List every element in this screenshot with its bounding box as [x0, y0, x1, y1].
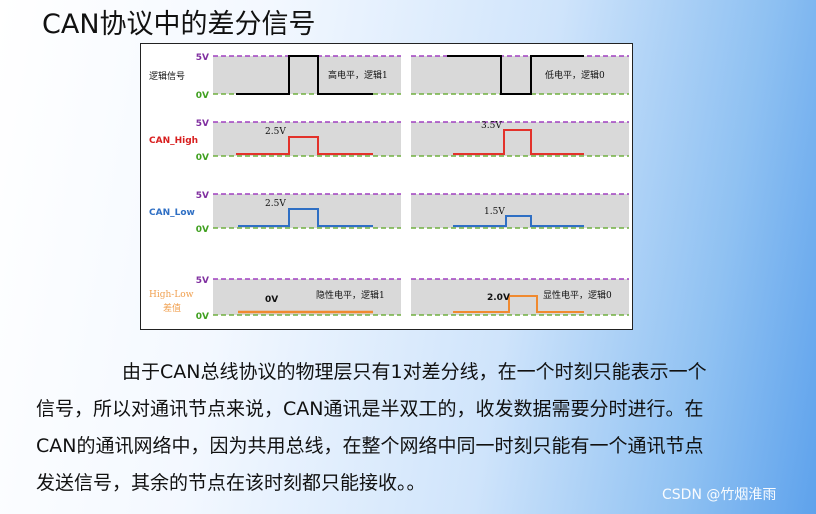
- level-text-right: 2.0V: [487, 293, 510, 303]
- trace-canh-left: [236, 136, 373, 155]
- level-text-left: 2.5V: [265, 199, 286, 209]
- level-text-left: 2.5V: [265, 127, 286, 137]
- panel-bg: [213, 194, 401, 228]
- body-paragraph: 由于CAN总线协议的物理层只有1对差分线，在一个时刻只能表示一个 信号，所以对通…: [36, 354, 786, 502]
- trace-diff-right: [453, 295, 584, 313]
- v5-label: 5V: [196, 191, 209, 201]
- row-label: CAN_Low: [149, 208, 195, 218]
- paragraph-line-4: 发送信号，其余的节点在该时刻都只能接收。。: [36, 472, 426, 494]
- v0-label: 0V: [196, 153, 209, 163]
- trace-logic-right: [447, 55, 584, 95]
- panel-bg: [213, 279, 401, 315]
- v0-label: 0V: [196, 312, 209, 322]
- v0-label: 0V: [196, 225, 209, 235]
- trace-logic-left: [236, 55, 373, 95]
- trace-canl-left: [238, 208, 373, 227]
- paragraph-text-1: 由于CAN总线协议的物理层只有1对差分线，在一个时刻只能表示一个: [122, 361, 707, 383]
- v5-label: 5V: [196, 53, 209, 63]
- row-text-right: 显性电平，逻辑0: [543, 289, 612, 301]
- trace-canl-right: [453, 215, 584, 227]
- panel-bg: [411, 122, 629, 156]
- panel-bg: [411, 194, 629, 228]
- page-title: CAN协议中的差分信号: [42, 9, 316, 40]
- v0-label: 0V: [196, 91, 209, 101]
- row-label: CAN_High: [149, 136, 198, 146]
- level-text-right: 3.5V: [481, 121, 502, 131]
- row-text-left: 高电平，逻辑1: [328, 69, 388, 81]
- paragraph-line-1: 由于CAN总线协议的物理层只有1对差分线，在一个时刻只能表示一个: [36, 354, 786, 391]
- trace-canh-right: [453, 129, 584, 155]
- v5-label: 5V: [196, 276, 209, 286]
- level-text-left: 0V: [265, 295, 278, 305]
- row-text-left: 隐性电平，逻辑1: [316, 289, 385, 301]
- panel-bg: [213, 56, 401, 94]
- row-label: 逻辑信号: [149, 70, 185, 82]
- panel-bg: [411, 56, 629, 94]
- signal-diagram: 5V0V逻辑信号5V0VCAN_High5V0VCAN_Low5V0VHigh-…: [149, 53, 629, 322]
- watermark: CSDN @竹烟淮雨: [662, 487, 777, 503]
- row-text-right: 低电平，逻辑0: [545, 69, 605, 81]
- paragraph-line-3: CAN的通讯网络中，因为共用总线，在整个网络中同一时刻只能有一个通讯节点: [36, 435, 704, 457]
- panel-bg: [213, 122, 401, 156]
- level-text-right: 1.5V: [484, 207, 505, 217]
- row-label: High-Low: [149, 290, 194, 300]
- paragraph-line-2: 信号，所以对通讯节点来说，CAN通讯是半双工的，收发数据需要分时进行。在: [36, 398, 704, 420]
- row-label-2: 差值: [163, 302, 181, 314]
- v5-label: 5V: [196, 119, 209, 129]
